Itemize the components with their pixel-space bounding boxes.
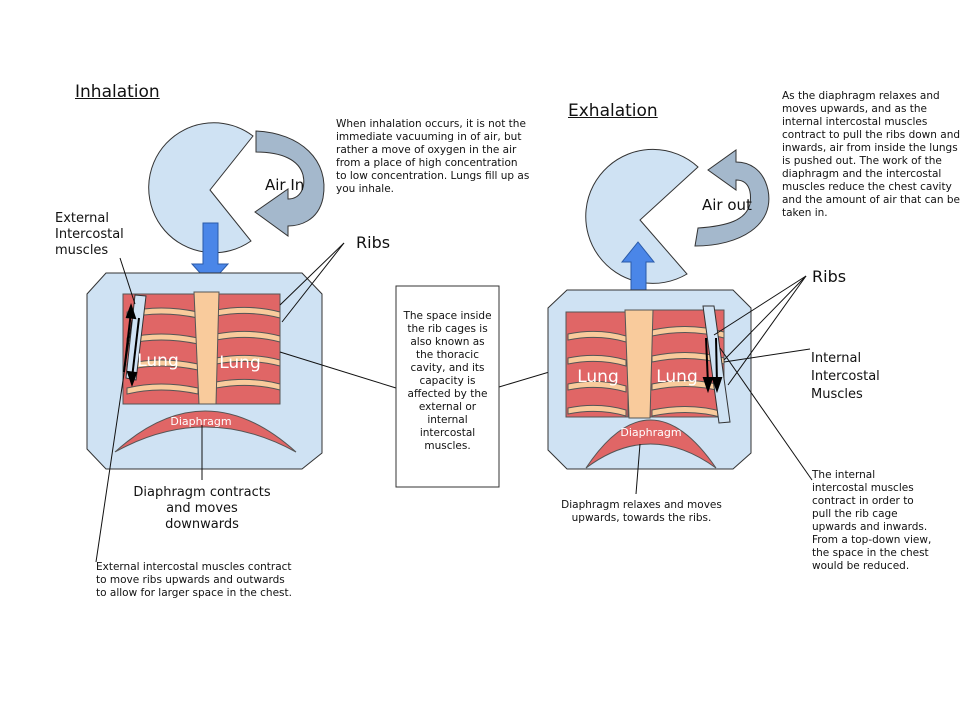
external-intercostal-note: External intercostal muscles contract to… bbox=[96, 561, 292, 599]
inhalation-head bbox=[148, 122, 254, 254]
exhalation-diaphragm bbox=[585, 419, 717, 469]
exhalation-figure bbox=[547, 148, 813, 495]
air-in-label: Air In bbox=[265, 176, 305, 194]
exhalation-head bbox=[585, 148, 699, 284]
inhalation-ribs bbox=[126, 306, 281, 395]
exhalation-diaphragm-note: Diaphragm relaxes and moves upwards, tow… bbox=[561, 499, 722, 524]
exhalation-lung-right-label: Lung bbox=[656, 367, 698, 387]
exhalation-lung-left-label: Lung bbox=[577, 367, 619, 387]
exhalation-spine bbox=[624, 309, 654, 419]
exhalation-diaphragm-label: Diaphragm bbox=[620, 426, 681, 439]
inhalation-title: Inhalation bbox=[75, 82, 160, 102]
inhalation-figure bbox=[86, 122, 345, 563]
exhalation-ribs-label: Ribs bbox=[812, 267, 847, 286]
thoracic-note-box bbox=[279, 285, 567, 488]
internal-intercostal-label: Internal Intercostal Muscles bbox=[811, 351, 880, 402]
inhalation-diaphragm-note: Diaphragm contracts and moves downwards bbox=[133, 485, 271, 532]
inhalation-diaphragm bbox=[114, 410, 297, 453]
inhalation-lung-right-label: Lung bbox=[219, 353, 261, 373]
air-out-label: Air out bbox=[702, 196, 752, 214]
inhalation-diaphragm-label: Diaphragm bbox=[170, 415, 231, 428]
external-intercostal-label: External Intercostal muscles bbox=[55, 211, 124, 258]
inhalation-lung-left-label: Lung bbox=[137, 351, 179, 371]
inhalation-ribs-label: Ribs bbox=[356, 233, 391, 252]
internal-intercostal-note: The internal intercostal muscles contrac… bbox=[812, 469, 932, 572]
thoracic-cavity-note: The space inside the rib cages is also k… bbox=[403, 310, 492, 452]
inhalation-explanation: When inhalation occurs, it is not the im… bbox=[336, 118, 530, 195]
exhalation-explanation: As the diaphragm relaxes and moves upwar… bbox=[782, 90, 960, 219]
air-out-arrow bbox=[694, 149, 770, 247]
air-in-arrow bbox=[254, 130, 325, 237]
exhalation-title: Exhalation bbox=[568, 101, 658, 121]
inhalation-spine bbox=[193, 291, 220, 405]
